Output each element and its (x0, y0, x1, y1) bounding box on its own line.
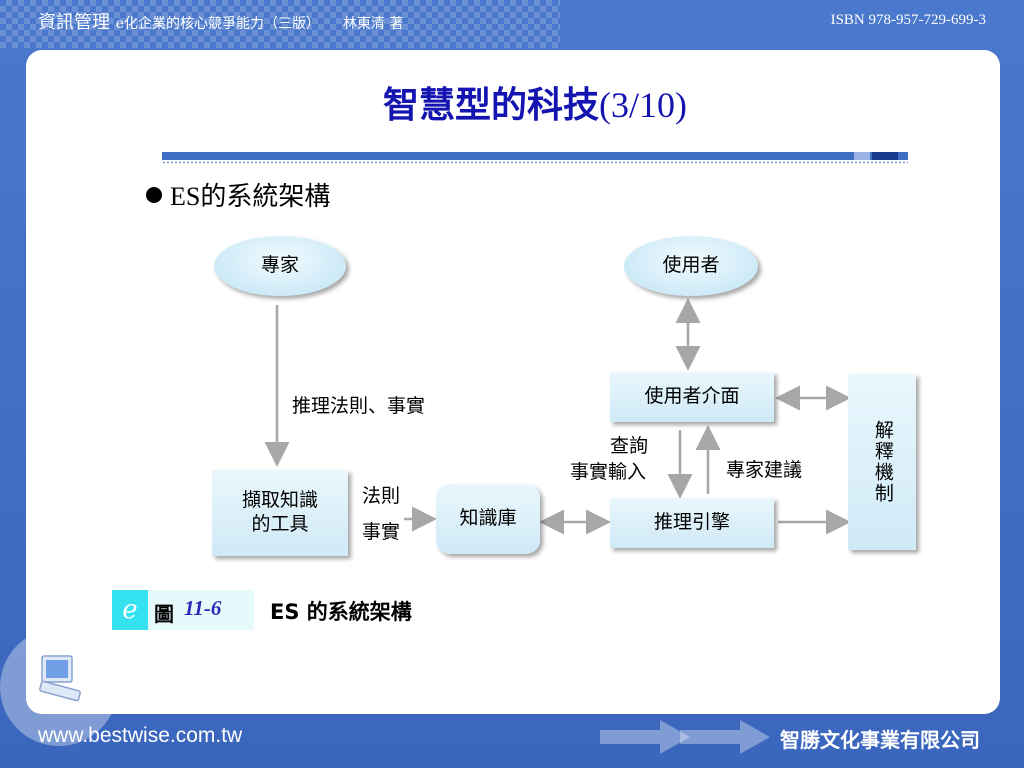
edge-label-rules: 法則 (362, 485, 401, 507)
node-inference-engine: 推理引擎 (610, 498, 774, 548)
footer-company: 智勝文化事業有限公司 (780, 728, 980, 752)
node-knowledge-base: 知識庫 (436, 484, 540, 554)
title-rule-accent-dark (872, 152, 898, 160)
node-user: 使用者 (624, 236, 758, 296)
slide-title: 智慧型的科技(3/10) (0, 76, 1024, 128)
edge-label-expert-advice: 專家建議 (726, 459, 803, 481)
node-inference-engine-label: 推理引擎 (653, 511, 730, 534)
book-subtitle: e化企業的核心競爭能力（三版） (115, 16, 321, 32)
node-extraction-tool: 擷取知識 的工具 (212, 470, 348, 556)
edge-label-rules-facts: 推理法則、事實 (292, 395, 426, 417)
node-extraction-tool-line2: 的工具 (251, 513, 309, 535)
computer-icon (39, 655, 81, 702)
bullet-text: ES的系統架構 (170, 182, 331, 211)
node-extraction-tool-line1: 擷取知識 (241, 489, 318, 512)
figure-e-icon: e (112, 590, 148, 630)
bullet-item: ES的系統架構 (146, 176, 330, 213)
figure-label: 圖 (154, 602, 174, 626)
node-user-interface: 使用者介面 (610, 372, 774, 422)
footer-arrow-icon-2 (680, 720, 770, 754)
header-pattern (0, 0, 560, 48)
book-author: 林東清 著 (342, 16, 404, 32)
book-title: 資訊管理 (38, 12, 110, 33)
header-isbn: ISBN 978-957-729-699-3 (830, 12, 986, 28)
header-book-info: 資訊管理 e化企業的核心競爭能力（三版） 林東清 著 (38, 8, 403, 34)
slide-title-page: (3/10) (599, 85, 687, 125)
edge-label-query-line2: 事實輸入 (570, 461, 647, 483)
bullet-dot-icon (146, 187, 162, 203)
title-rule-dots (162, 161, 908, 164)
node-user-label: 使用者 (662, 254, 720, 277)
node-explanation-label: 解釋機制 (871, 420, 894, 504)
figure-number: 11-6 (184, 596, 222, 620)
node-explanation: 解釋機制 (848, 374, 916, 550)
node-knowledge-base-label: 知識庫 (459, 507, 517, 530)
edge-label-facts: 事實 (362, 521, 401, 543)
slide-title-text: 智慧型的科技 (383, 85, 600, 126)
footer-arrow-icon (600, 720, 690, 754)
node-user-interface-label: 使用者介面 (644, 385, 740, 408)
node-expert-label: 專家 (260, 254, 299, 277)
figure-number-box (148, 590, 254, 630)
edge-label-query-line1: 查詢 (610, 435, 649, 457)
footer-website: www.bestwise.com.tw (38, 724, 243, 747)
title-rule-accent-light (854, 152, 870, 160)
title-rule (162, 152, 908, 160)
figure-title: ES 的系統架構 (270, 600, 412, 624)
node-expert: 專家 (214, 236, 346, 296)
